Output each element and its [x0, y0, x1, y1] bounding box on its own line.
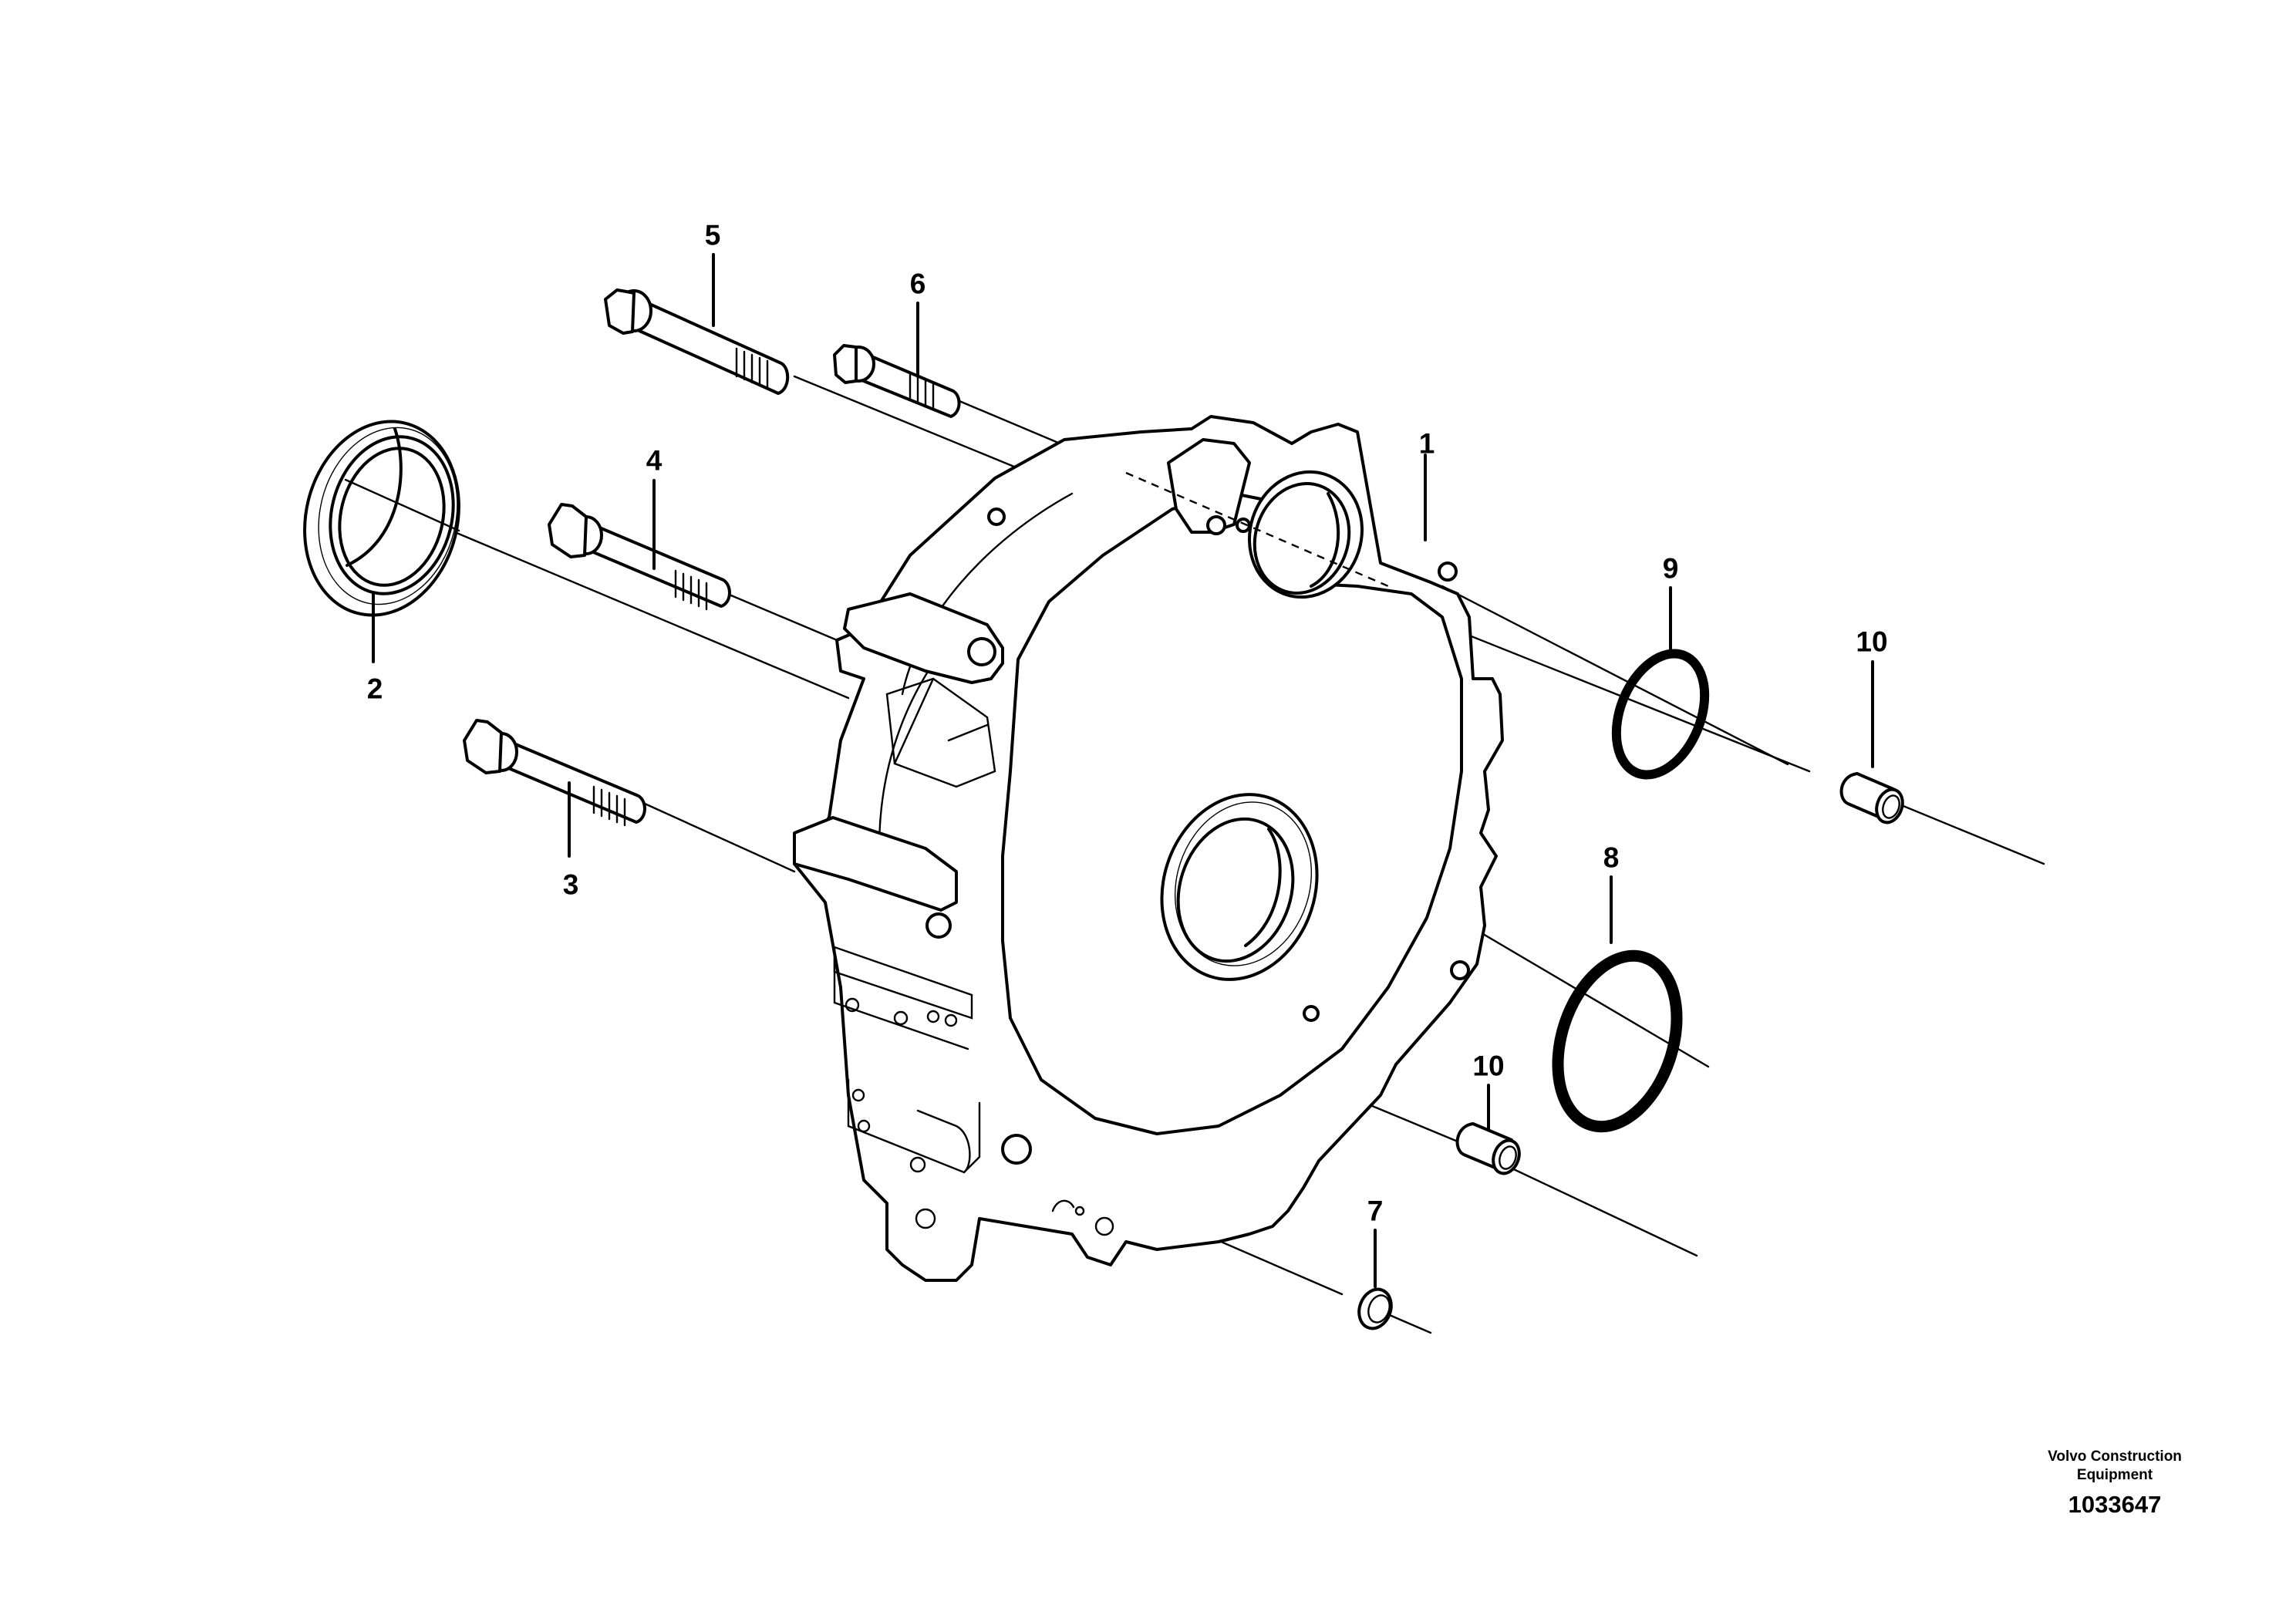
- credit-company: Volvo Construction: [2048, 1448, 2182, 1465]
- sleeve-part-10-lower: [1455, 1122, 1521, 1175]
- seal-ring-part-2: [303, 420, 460, 617]
- o-ring-part-9: [1611, 649, 1710, 780]
- callout-3: 3: [562, 868, 579, 901]
- o-ring-part-8: [1552, 949, 1683, 1133]
- callout-6: 6: [909, 268, 926, 300]
- callout-7: 7: [1367, 1195, 1384, 1227]
- callout-8: 8: [1603, 841, 1620, 874]
- callout-10-upper: 10: [1856, 626, 1888, 658]
- credit-company-line2: Equipment: [2076, 1467, 2153, 1483]
- callout-4: 4: [646, 444, 663, 477]
- callout-9: 9: [1662, 552, 1679, 585]
- bolt-part-4: [548, 503, 731, 611]
- sleeve-part-10-upper: [1839, 772, 1904, 824]
- bolt-part-6: [833, 344, 961, 418]
- ring-part-7: [1357, 1287, 1393, 1330]
- drawing-number: 1033647: [2068, 1491, 2162, 1518]
- callout-10-lower: 10: [1472, 1050, 1505, 1082]
- callout-5: 5: [704, 219, 721, 251]
- callout-2: 2: [366, 673, 383, 705]
- credit-block: Volvo Construction Equipment 1033647: [2048, 1448, 2182, 1519]
- bolt-part-5: [604, 288, 790, 395]
- housing-part-1: [793, 415, 1504, 1282]
- callout-1: 1: [1418, 427, 1435, 460]
- bolt-part-3: [463, 719, 646, 827]
- callout-leaders: [372, 253, 1874, 1288]
